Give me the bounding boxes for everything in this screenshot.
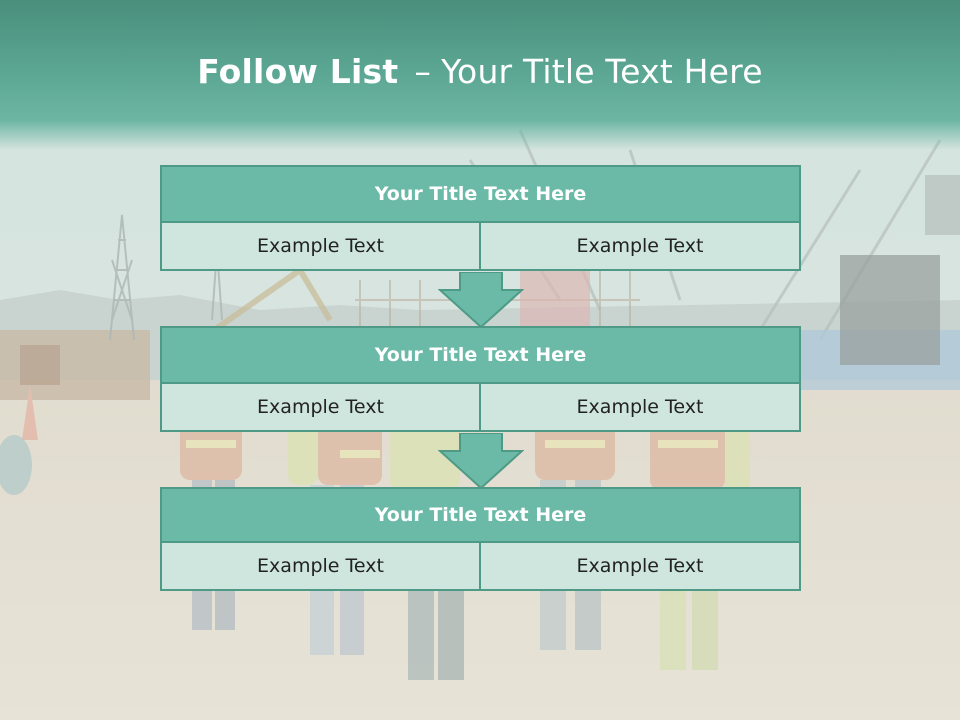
- list-item-heading: Your Title Text Here: [160, 487, 801, 543]
- list-item-right-text: Example Text: [479, 221, 801, 271]
- down-arrow-icon: [438, 433, 524, 489]
- title-separator: –: [414, 52, 432, 91]
- list-item-heading: Your Title Text Here: [160, 326, 801, 384]
- title-bar: [0, 0, 960, 150]
- down-arrow-icon: [438, 272, 524, 328]
- list-item-right-text: Example Text: [479, 541, 801, 591]
- list-item-heading: Your Title Text Here: [160, 165, 801, 223]
- list-item-left-text: Example Text: [160, 541, 481, 591]
- list-item-left-text: Example Text: [160, 382, 481, 432]
- list-item-left-text: Example Text: [160, 221, 481, 271]
- title-rest: Your Title Text Here: [441, 52, 763, 91]
- title-bold: Follow List: [197, 52, 399, 91]
- list-item-right-text: Example Text: [479, 382, 801, 432]
- page-title: Follow List–Your Title Text Here: [0, 52, 960, 91]
